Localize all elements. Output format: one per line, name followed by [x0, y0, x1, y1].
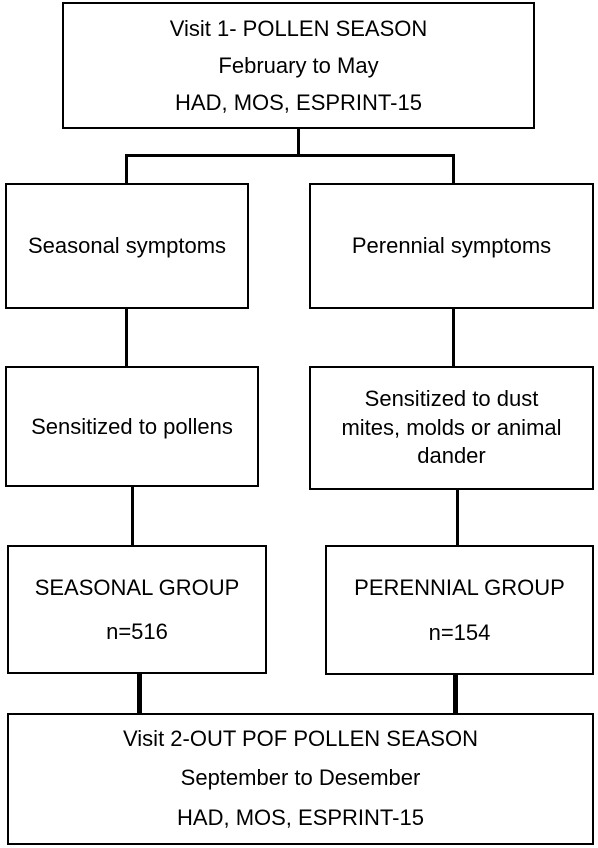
connector-right-sensitized-to-group [456, 489, 459, 546]
seasonal-group-label: SEASONAL GROUP [34, 574, 240, 600]
seasonal-symptoms-box: Seasonal symptoms [5, 183, 249, 309]
visit2-box: Visit 2-OUT POF POLLEN SEASON September … [7, 713, 594, 845]
sensitized-pollens-box: Sensitized to pollens [5, 366, 259, 487]
visit2-questionnaires: HAD, MOS, ESPRINT-15 [177, 804, 424, 830]
connector-horizontal-branch [125, 154, 455, 157]
perennial-symptoms-box: Perennial symptoms [309, 183, 594, 309]
perennial-symptoms-label: Perennial symptoms [351, 233, 552, 259]
connector-left-group-to-bottom [137, 673, 142, 714]
perennial-group-box: PERENNIAL GROUP n=154 [325, 545, 594, 675]
connector-left-sensitized-to-group [131, 486, 134, 546]
visit1-title: Visit 1- POLLEN SEASON [169, 15, 428, 41]
connector-left-drop [125, 154, 128, 184]
connector-right-group-to-bottom [453, 674, 458, 714]
sensitized-dust-box: Sensitized to dust mites, molds or anima… [309, 366, 594, 490]
sensitized-dust-line1: Sensitized to dust [364, 386, 539, 412]
perennial-group-count: n=154 [428, 619, 491, 645]
seasonal-group-count: n=516 [106, 619, 168, 645]
sensitized-dust-line2: mites, molds or animal [341, 414, 562, 440]
visit2-period: September to Desember [180, 765, 421, 791]
sensitized-pollens-label: Sensitized to pollens [31, 413, 233, 439]
sensitized-dust-line3: dander [417, 443, 486, 469]
seasonal-symptoms-label: Seasonal symptoms [27, 233, 227, 259]
visit1-box: Visit 1- POLLEN SEASON February to May H… [62, 2, 535, 129]
visit1-questionnaires: HAD, MOS, ESPRINT-15 [175, 89, 422, 115]
connector-right-symptoms-to-sensitized [452, 308, 455, 367]
connector-right-drop [452, 154, 455, 184]
connector-left-symptoms-to-sensitized [125, 308, 128, 367]
visit1-period: February to May [218, 52, 379, 78]
connector-top-stem [297, 128, 300, 155]
perennial-group-label: PERENNIAL GROUP [354, 574, 565, 600]
seasonal-group-box: SEASONAL GROUP n=516 [7, 545, 267, 674]
visit2-title: Visit 2-OUT POF POLLEN SEASON [123, 726, 478, 752]
